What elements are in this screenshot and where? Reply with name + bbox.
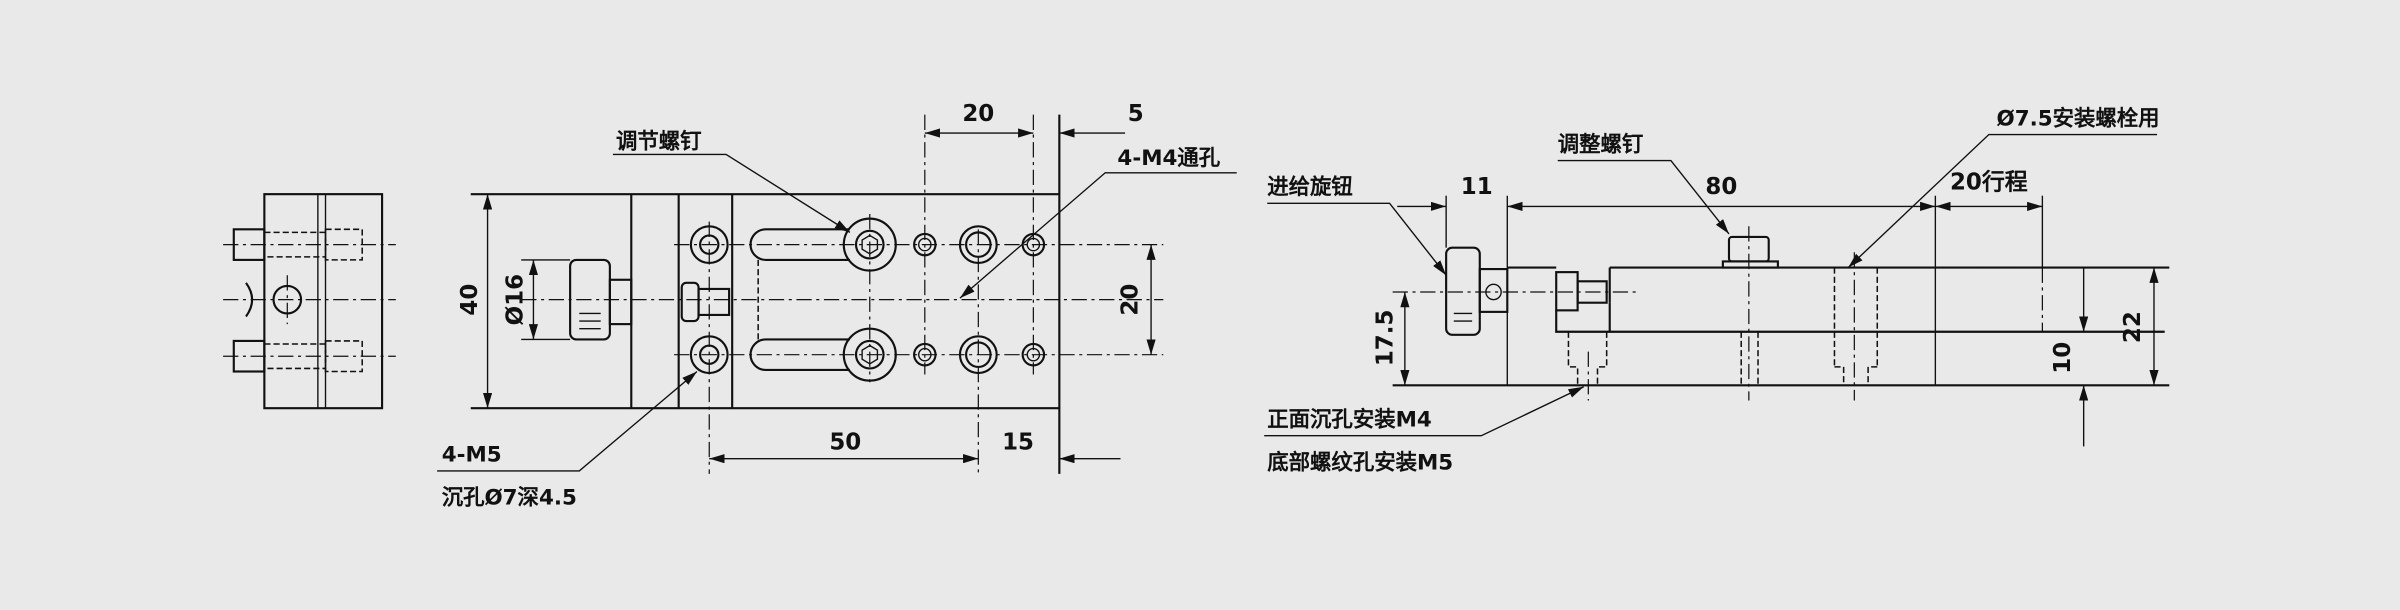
label-adjust-screw: 调节螺钉 [616, 128, 702, 154]
dim-right-edge: 5 [1128, 101, 1144, 127]
adjust-screw-head [680, 281, 700, 323]
label-bolt-hole: Ø7.5安装螺栓用 [1997, 105, 2160, 131]
dim-center-height: 17.5 [1373, 310, 1399, 367]
dim-length: 80 [1705, 174, 1737, 200]
end-view [223, 193, 396, 410]
dim-hole-span: 50 [829, 429, 861, 455]
feed-knob [1445, 246, 1509, 336]
label-bottom-mount: 底部螺纹孔安装M5 [1267, 449, 1453, 475]
label-mount-holes: 4-M5 [442, 443, 502, 468]
label-counterbore: 沉孔Ø7深4.5 [442, 486, 577, 511]
top-view: 40 Ø16 20 5 20 50 15 调节螺钉 4-M4通孔 4-M5 沉孔… [437, 101, 1237, 511]
label-through-holes: 4-M4通孔 [1117, 146, 1220, 171]
label-front-mount: 正面沉孔安装M4 [1267, 407, 1432, 433]
label-adjust-screw-side: 调整螺钉 [1558, 131, 1644, 157]
dim-stroke: 20行程 [1950, 169, 2028, 196]
dim-knob-length: 11 [1461, 174, 1493, 200]
dim-end-offset: 15 [1002, 429, 1034, 455]
dim-knob-diameter: Ø16 [503, 274, 529, 325]
dim-base: 10 [2050, 342, 2076, 374]
dim-top-pitch: 20 [962, 101, 994, 127]
dim-height: 22 [2120, 311, 2146, 343]
dim-40: 40 [457, 284, 483, 316]
side-view: 11 80 20行程 17.5 10 22 进给旋钮 调整螺钉 Ø7.5安装螺栓… [1264, 105, 2170, 475]
holes-row [689, 217, 1046, 382]
dim-row-pitch: 20 [1117, 284, 1143, 316]
label-feed-knob: 进给旋钮 [1267, 174, 1353, 200]
